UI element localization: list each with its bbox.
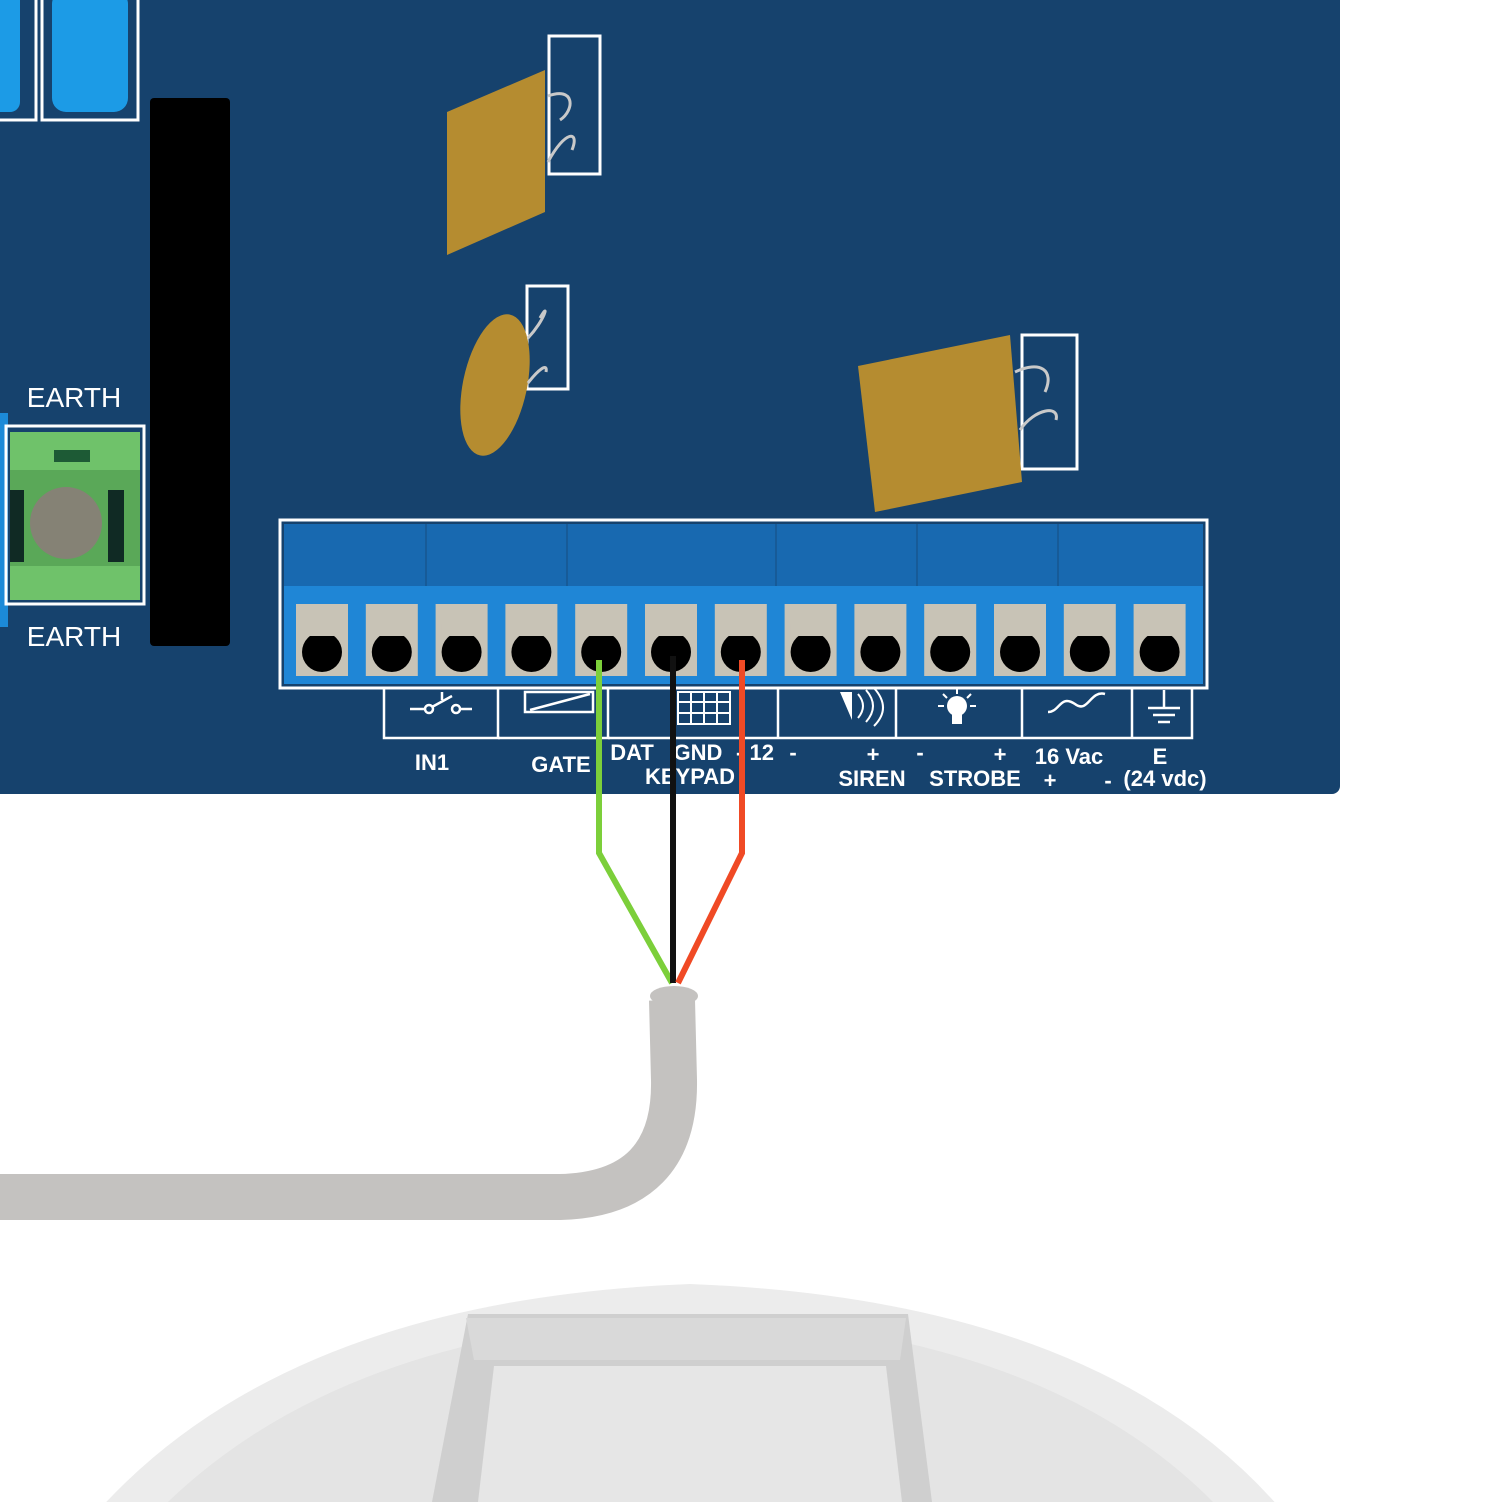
terminal-screw [1063,604,1116,676]
data-wire [596,660,675,985]
label-dat: DAT [610,740,654,765]
earth-terminal [0,413,146,627]
earth-label-bottom: EARTH [27,621,121,652]
black-module [150,98,230,646]
strobe-icon [938,688,976,724]
terminal-screw [924,604,977,676]
terminal-screw [296,604,348,676]
earth-label-top: EARTH [27,382,121,413]
ac-wave-icon [1047,692,1106,714]
capacitor-2 [460,284,570,456]
label-e: E [1153,744,1168,769]
label-siren: SIREN [838,766,905,791]
label-minus-supply: - [1104,768,1111,793]
label-gnd: GND [674,740,723,765]
label-minus-a: - [789,740,796,765]
switch-icon [410,692,472,715]
symbol-strip [382,688,1194,740]
siren-icon [820,687,884,727]
keypad-housing [106,1284,1275,1502]
power-wire [675,660,745,985]
terminal-screw [784,604,837,676]
keypad-icon [677,691,731,725]
label-plus-strobe: + [994,742,1007,767]
label-strobe: STROBE [929,766,1021,791]
label-plus-supply: + [1044,768,1057,793]
label-plus-siren: + [867,742,880,767]
cable [0,999,698,1220]
terminal-screw [854,604,907,676]
terminal-screw [435,604,488,676]
terminal-screw [994,604,1046,676]
terminal-screw [505,604,558,676]
earth-ground-icon [1148,690,1180,724]
cable-end [650,986,698,1006]
gate-icon [523,690,595,714]
label-gate: GATE [531,752,590,777]
capacitor-3 [858,333,1079,512]
capacitor-1 [447,34,602,255]
terminal-screw [1133,604,1186,676]
relay-block [0,0,140,122]
label-dc: (24 vdc) [1123,766,1206,791]
label-ac: 16 Vac [1035,744,1104,769]
terminal-block [278,518,1209,690]
terminal-screw [714,604,767,676]
label-in1: IN1 [415,750,449,775]
label-keypad: KEYPAD [645,764,735,789]
label-minus-b: - [916,740,923,765]
terminal-screw [365,604,418,676]
